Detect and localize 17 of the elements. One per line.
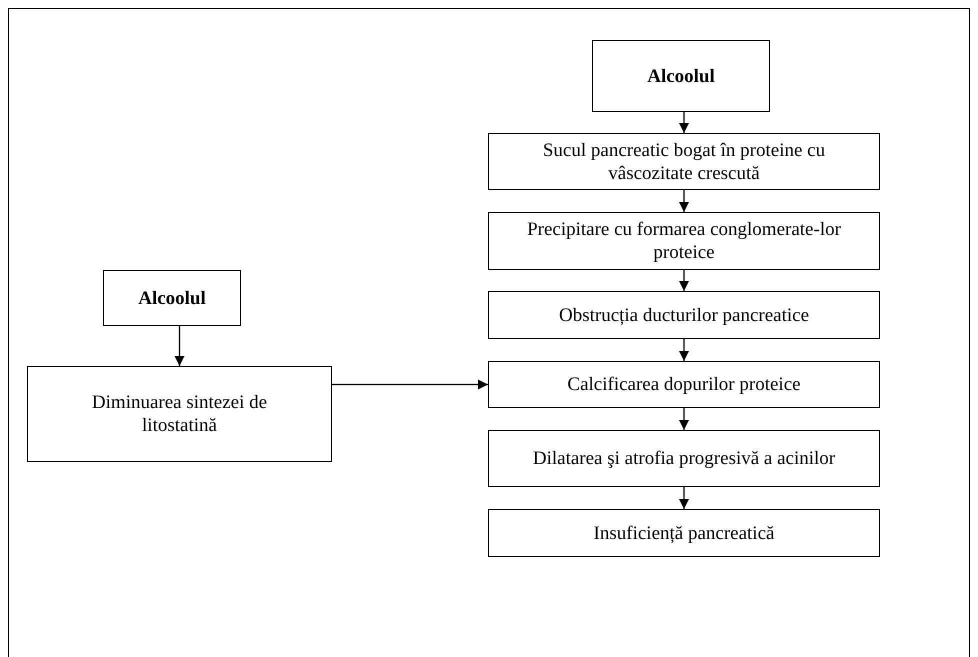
process-box: Alcoolul: [592, 40, 770, 112]
process-box: Insuficiență pancreatică: [488, 509, 880, 557]
process-box: Precipitare cu formarea conglomerate-lor proteice: [488, 212, 880, 270]
process-box: Dilatarea şi atrofia progresivă a acinilor: [488, 430, 880, 487]
arrow: [679, 270, 689, 291]
arrow: [679, 190, 689, 212]
process-box: Diminuarea sintezei de litostatină: [27, 366, 332, 462]
arrow: [679, 112, 689, 133]
process-box: Obstrucția ducturilor pancreatice: [488, 291, 880, 339]
arrow: [679, 487, 689, 509]
arrow: [679, 339, 689, 361]
arrow: [679, 408, 689, 430]
process-box: Sucul pancreatic bogat în proteine cu vâscozitate crescută: [488, 133, 880, 190]
process-box: Alcoolul: [103, 270, 241, 326]
arrow: [332, 380, 488, 390]
process-box: Calcificarea dopurilor proteice: [488, 361, 880, 408]
arrow: [174, 326, 184, 366]
